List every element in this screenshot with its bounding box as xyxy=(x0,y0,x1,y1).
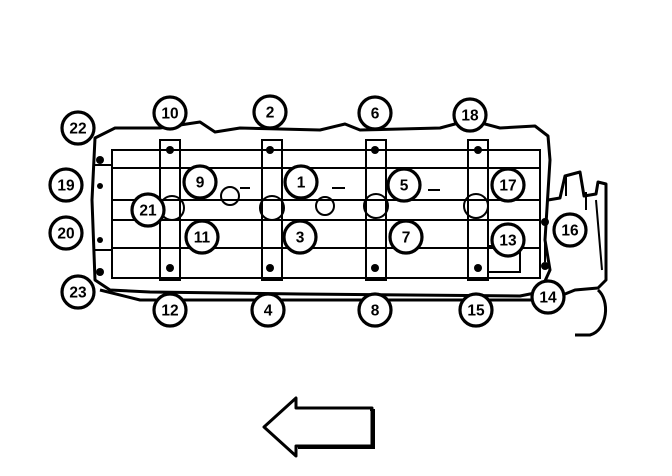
callout-5: 5 xyxy=(386,167,422,203)
callout-label: 19 xyxy=(57,178,75,195)
callout-13: 13 xyxy=(490,222,526,258)
callout-18: 18 xyxy=(452,97,488,133)
callout-circle xyxy=(184,219,220,255)
callout-circle xyxy=(60,274,96,310)
callout-15: 15 xyxy=(458,292,494,328)
callout-9: 9 xyxy=(182,164,218,200)
callout-label: 7 xyxy=(402,230,411,247)
callout-11: 11 xyxy=(184,219,220,255)
callout-circle xyxy=(60,110,96,146)
callout-4: 4 xyxy=(250,292,286,328)
callout-label: 13 xyxy=(499,233,517,250)
callout-label: 11 xyxy=(194,230,211,247)
callout-circle xyxy=(552,212,588,248)
callout-circle xyxy=(386,167,422,203)
callout-circle xyxy=(182,164,218,200)
callout-label: 2 xyxy=(266,105,275,122)
callout-label: 4 xyxy=(264,303,273,320)
callout-circle xyxy=(282,219,318,255)
callout-label: 15 xyxy=(467,303,485,320)
callout-label: 12 xyxy=(161,303,178,320)
callout-circle xyxy=(283,164,319,200)
callout-17: 17 xyxy=(490,167,526,203)
callout-label: 16 xyxy=(561,223,579,240)
callout-label: 10 xyxy=(161,106,178,123)
callout-circle xyxy=(490,167,526,203)
callout-1: 1 xyxy=(283,164,319,200)
callout-label: 18 xyxy=(461,108,479,125)
callout-label: 3 xyxy=(296,230,305,247)
callout-12: 12 xyxy=(152,292,188,328)
callout-circle xyxy=(388,219,424,255)
callout-6: 6 xyxy=(357,95,393,131)
callout-label: 8 xyxy=(371,303,380,320)
callout-circle xyxy=(458,292,494,328)
callout-circle xyxy=(252,94,288,130)
callout-22: 22 xyxy=(60,110,96,146)
callout-23: 23 xyxy=(60,274,96,310)
callout-label: 17 xyxy=(499,178,516,195)
callout-circle xyxy=(130,192,166,228)
callout-label: 21 xyxy=(139,203,157,220)
callout-label: 23 xyxy=(69,285,87,302)
callout-14: 14 xyxy=(530,279,566,315)
callout-circle xyxy=(48,167,84,203)
callout-label: 6 xyxy=(371,106,380,123)
callout-circle xyxy=(152,95,188,131)
callout-label: 22 xyxy=(69,121,86,138)
callout-label: 14 xyxy=(539,290,557,307)
callout-circle xyxy=(452,97,488,133)
callout-circle xyxy=(357,292,393,328)
callout-circle xyxy=(530,279,566,315)
callout-label: 1 xyxy=(297,175,306,192)
callout-16: 16 xyxy=(552,212,588,248)
callout-19: 19 xyxy=(48,167,84,203)
callout-circle xyxy=(250,292,286,328)
callout-20: 20 xyxy=(48,215,84,251)
callout-21: 21 xyxy=(130,192,166,228)
callout-2: 2 xyxy=(252,94,288,130)
callout-7: 7 xyxy=(388,219,424,255)
front-direction-arrow xyxy=(262,396,375,458)
callout-label: 5 xyxy=(400,178,409,195)
callout-10: 10 xyxy=(152,95,188,131)
callout-3: 3 xyxy=(282,219,318,255)
callout-label: 20 xyxy=(57,226,74,243)
callout-circle xyxy=(357,95,393,131)
callout-circle xyxy=(490,222,526,258)
callout-circle xyxy=(152,292,188,328)
cylinder-head-outline xyxy=(90,118,608,337)
callout-label: 9 xyxy=(196,175,205,192)
callout-circle xyxy=(48,215,84,251)
callout-8: 8 xyxy=(357,292,393,328)
